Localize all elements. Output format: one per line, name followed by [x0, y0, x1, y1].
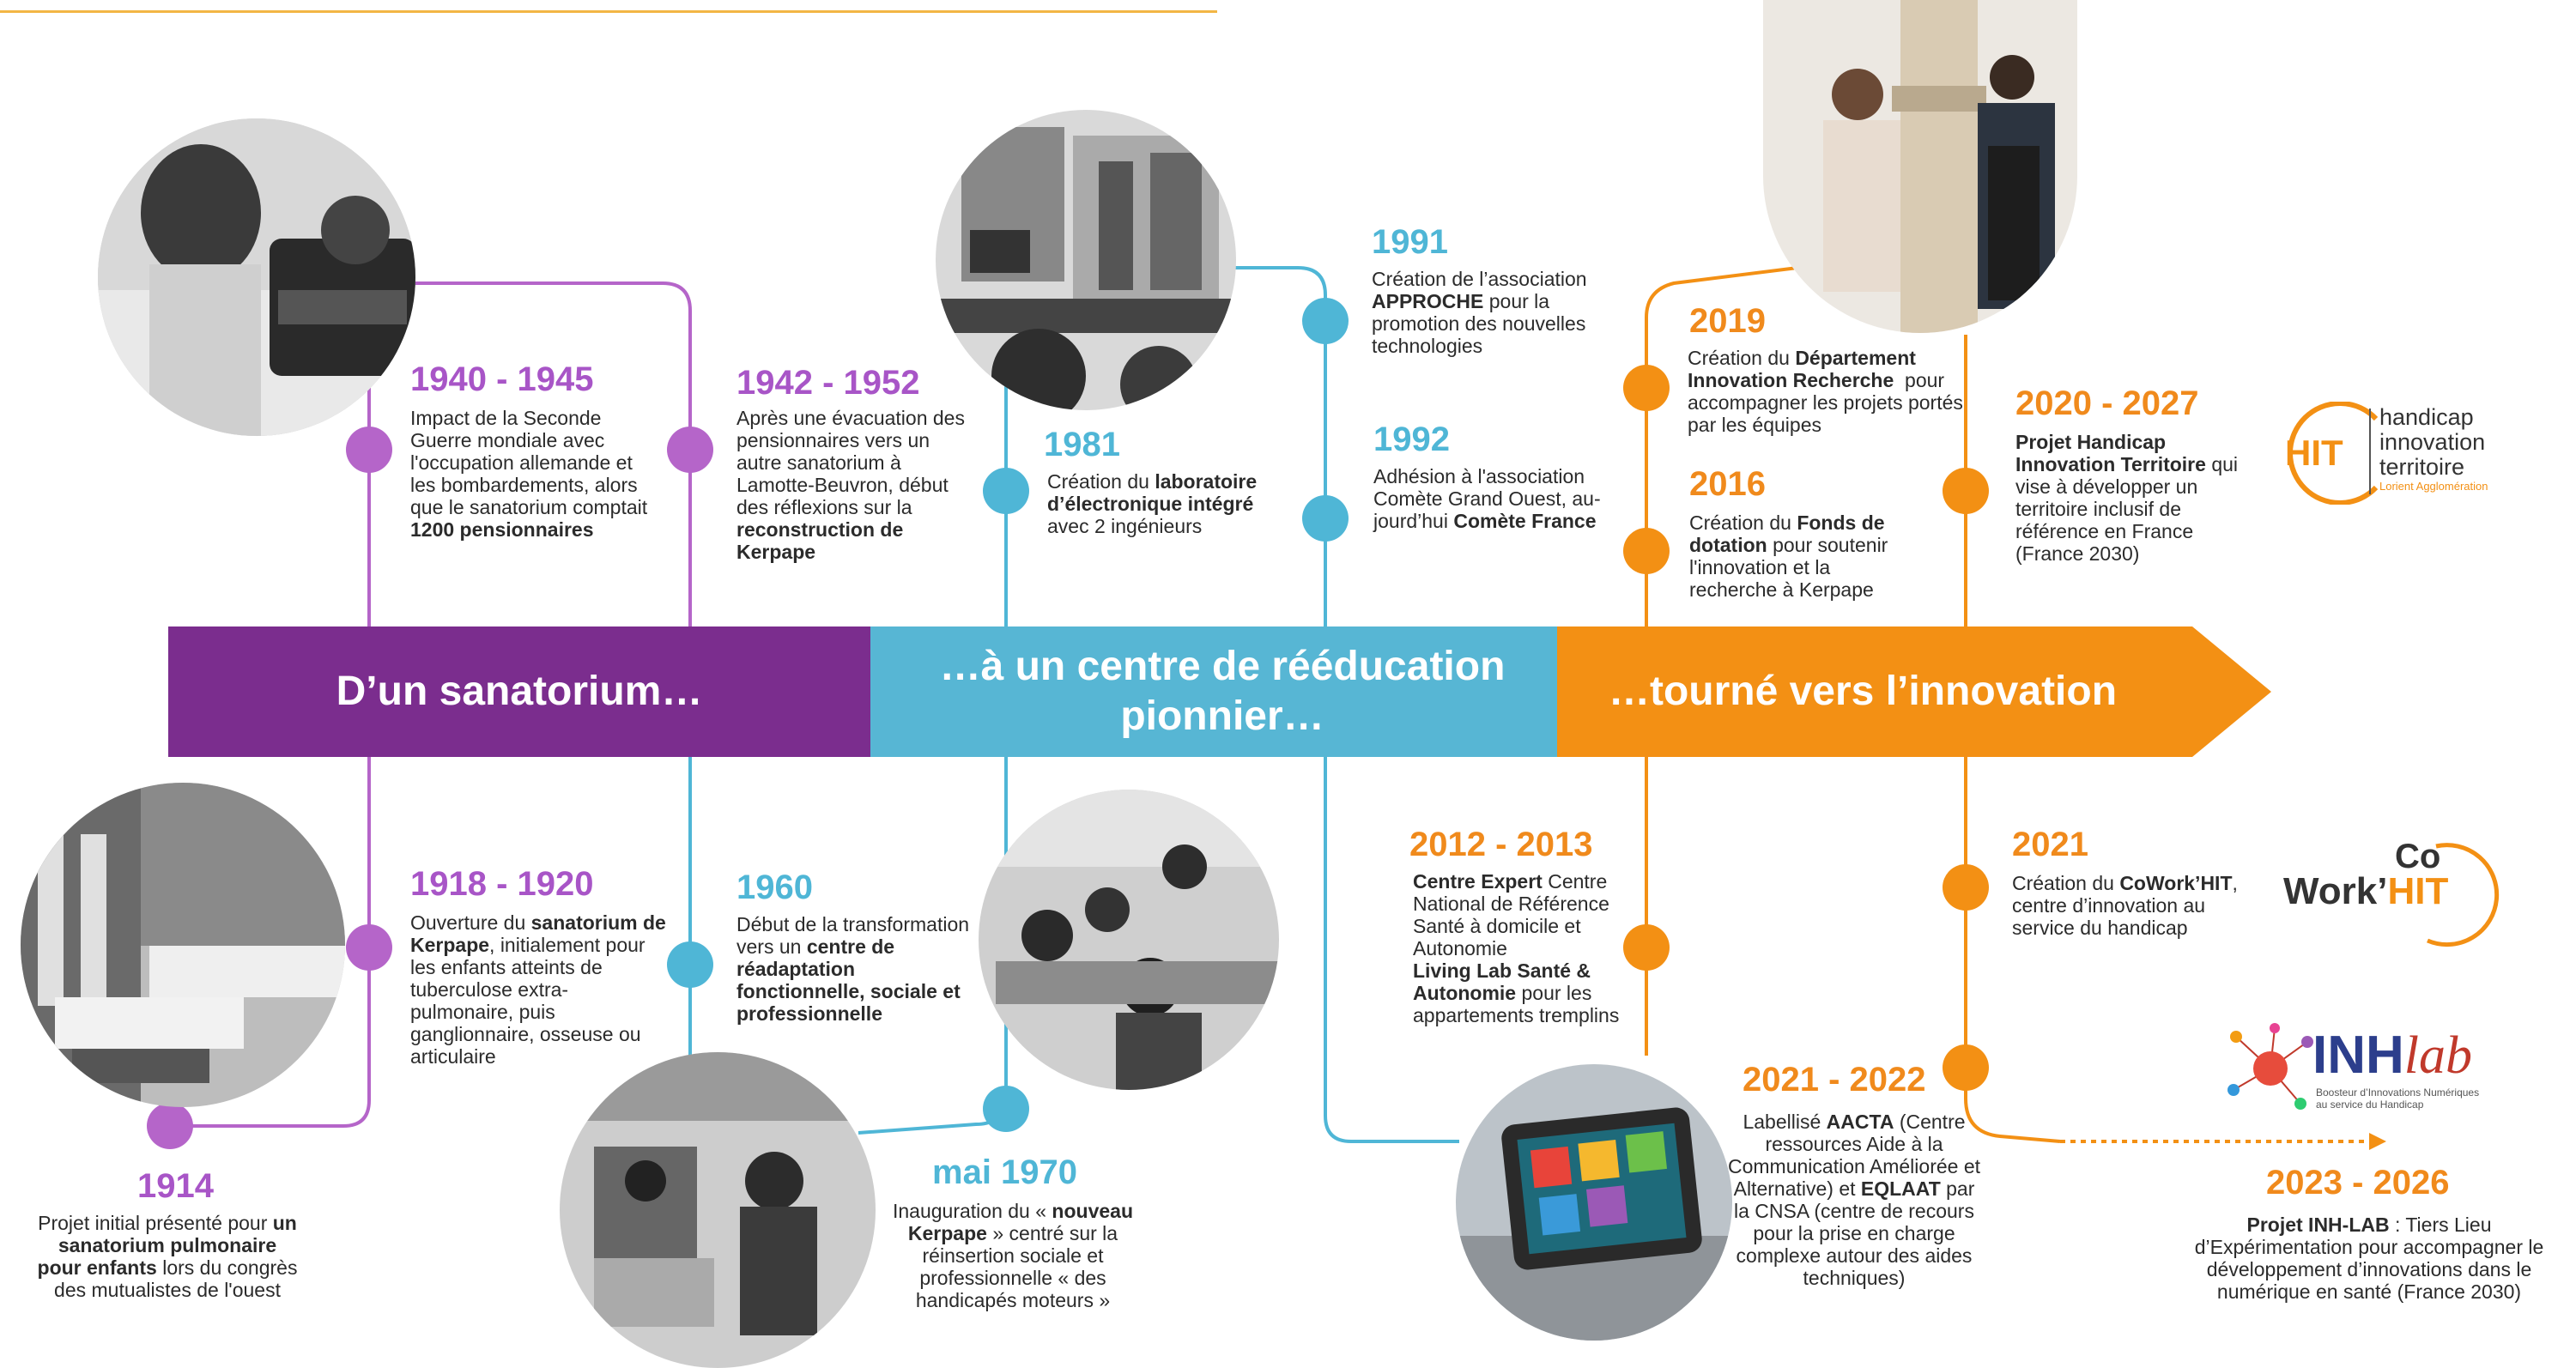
arrowhead-2023 [2369, 1133, 2386, 1150]
year-2012-2013: 2012 - 2013 [1409, 826, 1593, 863]
desc-2023-2026: Projet INH-LAB : Tiers Lieu d’Expériment… [2194, 1214, 2544, 1303]
cowork-hit-logo-arc [2427, 843, 2500, 947]
desc-1940-1945: Impact de la Seconde Guerre mondiale ave… [410, 407, 648, 541]
year-mai-1970: mai 1970 [932, 1153, 1078, 1191]
inhlab-logo-mark [2227, 1023, 2313, 1110]
desc-2016: Création du Fonds de dotation pour soute… [1689, 511, 1888, 601]
cowork-hit-logo-co: Co [2395, 838, 2441, 875]
desc-2021: Création du CoWork’HIT, centre d’innovat… [2012, 872, 2238, 939]
child-typewriter-photo [98, 118, 415, 436]
workshop-photo [979, 790, 1279, 1090]
year-2016: 2016 [1689, 465, 1766, 503]
year-1991: 1991 [1372, 223, 1448, 261]
dot-1981 [983, 468, 1029, 514]
cowork-hit-logo-work: Work’HIT [2283, 870, 2449, 912]
dot-1991 [1302, 298, 1349, 344]
electronics-lab-photo [936, 110, 1236, 410]
connector-2021 [1964, 755, 2061, 1143]
desc-2020-2027: Projet Handicap Innovation Territoire qu… [2015, 431, 2239, 565]
exoskeleton-photo [1763, 0, 2077, 333]
dot-2019 [1623, 365, 1670, 411]
desc-1918-1920: Ouverture du sanatorium de Kerpape, init… [410, 911, 666, 1068]
inhlab-logo-wordmark: INHlab [2312, 1026, 2473, 1085]
banner-arrow-innovation [1557, 626, 2271, 757]
banner-section-sanatorium: D’un sanatorium… [168, 626, 870, 757]
connector-tablet [1324, 755, 1459, 1143]
year-2020-2027: 2020 - 2027 [2015, 384, 2199, 422]
desc-1942-1952: Après une évacuation des pensionnaires v… [736, 407, 965, 563]
year-1981: 1981 [1044, 426, 1120, 463]
hit-logo-text: handicap innovation territoire Lorient A… [2379, 404, 2488, 493]
dot-1942 [667, 427, 713, 473]
hit-logo-letters: HIT [2285, 433, 2343, 473]
hit-logo-mark [2288, 402, 2379, 505]
dot-1960 [667, 941, 713, 988]
connector-2019-2016 [1645, 264, 1812, 635]
dot-2020 [1943, 468, 1989, 514]
banner-section-reeducation: …à un centre de rééducation pionnier… [870, 626, 1574, 757]
workshop-men-photo [560, 1052, 876, 1368]
dot-2016 [1623, 528, 1670, 574]
dot-1992 [1302, 495, 1349, 542]
banner-section-innovation: …tourné vers l’innovation [1608, 669, 2118, 714]
hit-logo: HIT handicap innovation territoire Lorie… [2273, 402, 2539, 505]
desc-2012-2013: Centre Expert Centre National de Référen… [1413, 870, 1620, 1026]
year-2023-2026: 2023 - 2026 [2266, 1164, 2450, 1202]
desc-1991: Création de l’association APPROCHE pour … [1372, 268, 1587, 357]
inhlab-logo: INHlab Boosteur d’Innovations Numériques… [2223, 1021, 2506, 1133]
hit-logo-divider [2369, 409, 2371, 494]
dot-1940 [346, 427, 392, 473]
desc-2019: Création du Département Innovation Reche… [1688, 347, 1969, 436]
year-1940-1945: 1940 - 1945 [410, 360, 594, 398]
year-1914: 1914 [137, 1167, 214, 1205]
dot-2021b [1943, 1044, 1989, 1091]
desc-1981: Création du laboratoire d’électronique i… [1047, 470, 1258, 537]
year-2021: 2021 [2012, 826, 2088, 863]
year-2021-2022: 2021 - 2022 [1743, 1061, 1926, 1099]
connector-1991-1992 [1219, 266, 1327, 635]
connector-1918-1914 [170, 755, 371, 1128]
desc-mai-1970: Inauguration du « nouveau Kerpape » cent… [892, 1200, 1133, 1311]
dot-1918 [346, 924, 392, 971]
dot-1914 [147, 1103, 193, 1149]
desc-1914: Projet initial présenté pour un sanatori… [37, 1212, 298, 1301]
sanatorium-ward-photo [21, 783, 345, 1107]
desc-1960: Début de la transformation vers un centr… [736, 913, 970, 1025]
year-1942-1952: 1942 - 1952 [736, 364, 920, 402]
dot-2012 [1623, 924, 1670, 971]
year-1960: 1960 [736, 869, 813, 906]
dot-2021 [1943, 864, 1989, 911]
inhlab-logo-tagline: Boosteur d’Innovations Numériques au ser… [2316, 1087, 2480, 1111]
desc-2021-2022: Labellisé AACTA (Centre ressources Aide … [1727, 1111, 1981, 1289]
tablet-photo [1456, 1064, 1732, 1341]
cowork-hit-logo: Co Work’HIT [2283, 838, 2506, 949]
dot-1970 [983, 1086, 1029, 1132]
year-2019: 2019 [1689, 302, 1766, 340]
top-accent-line [0, 10, 1217, 13]
year-1918-1920: 1918 - 1920 [410, 865, 594, 903]
desc-1992: Adhésion à l'association Comète Grand Ou… [1373, 465, 1601, 532]
year-1992: 1992 [1373, 421, 1450, 458]
